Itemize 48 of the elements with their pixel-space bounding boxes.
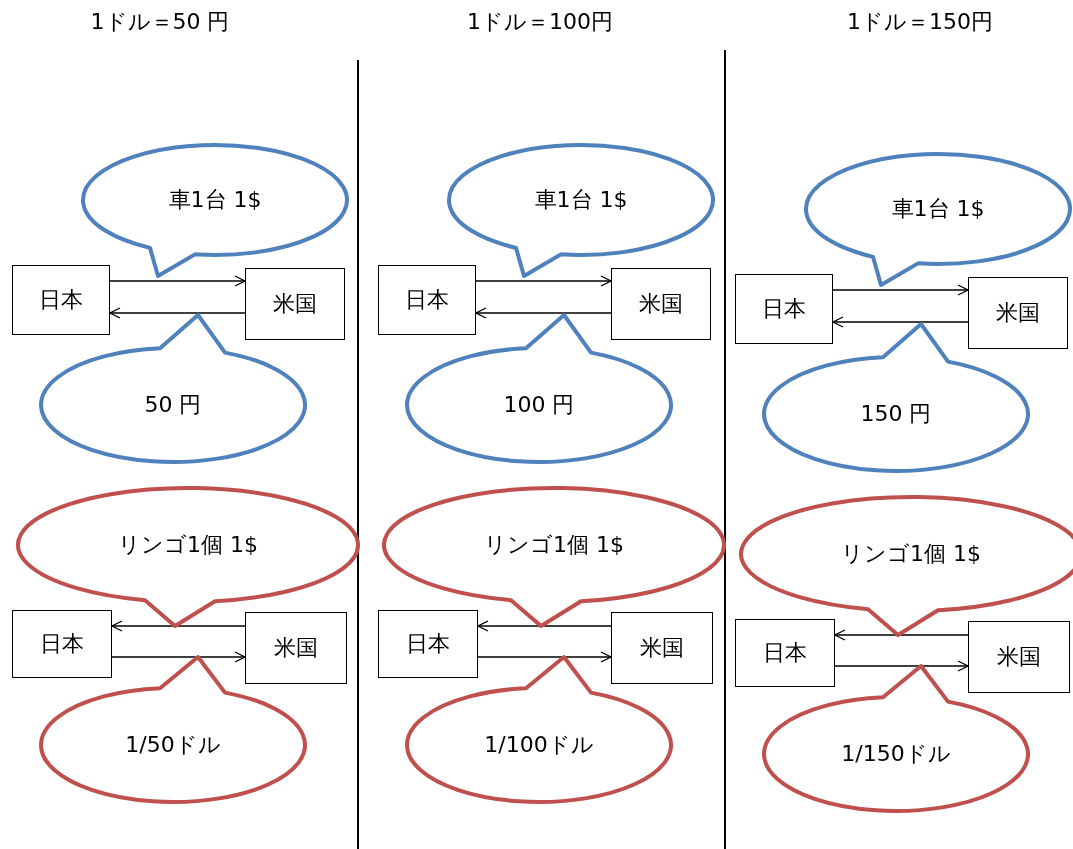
- bubble-text: 1/50ドル: [125, 731, 221, 759]
- country-box: 日本: [12, 610, 112, 678]
- bubble-text: リンゴ1個 1$: [118, 531, 258, 559]
- arrow: [109, 307, 246, 319]
- country-box: 日本: [735, 619, 835, 687]
- bubble-text: 車1台 1$: [534, 186, 628, 214]
- arrow: [111, 620, 246, 632]
- arrow: [477, 651, 612, 663]
- arrow: [109, 275, 246, 287]
- speech-bubble: [381, 485, 727, 629]
- speech-bubble: [761, 321, 1031, 474]
- speech-bubble: [803, 151, 1073, 288]
- country-box: 米国: [245, 268, 345, 340]
- speech-bubble: [80, 142, 350, 279]
- arrow: [475, 275, 612, 287]
- speech-bubble: [38, 312, 308, 465]
- arrow: [475, 307, 612, 319]
- arrow: [834, 629, 969, 641]
- bubble-text: 1/150ドル: [841, 740, 951, 768]
- column-heading: 1ドル＝150円: [847, 8, 993, 36]
- bubble-text: リンゴ1個 1$: [841, 540, 981, 568]
- country-box: 米国: [968, 621, 1070, 693]
- country-box: 米国: [611, 268, 711, 340]
- arrow: [477, 620, 612, 632]
- arrow: [832, 284, 969, 296]
- bubble-text: 150 円: [860, 400, 932, 428]
- bubble-text: リンゴ1個 1$: [484, 531, 624, 559]
- speech-bubble: [446, 142, 716, 279]
- bubble-text: 100 円: [503, 391, 575, 419]
- country-box: 日本: [12, 265, 110, 335]
- country-box: 米国: [611, 612, 713, 684]
- column-heading: 1ドル＝100円: [467, 8, 613, 36]
- country-box: 米国: [245, 612, 347, 684]
- speech-bubble: [404, 312, 674, 465]
- arrow: [834, 660, 969, 672]
- bubble-text: 1/100ドル: [484, 731, 594, 759]
- country-box: 日本: [378, 265, 476, 335]
- arrow: [111, 651, 246, 663]
- arrow: [832, 316, 969, 328]
- bubble-text: 車1台 1$: [168, 186, 262, 214]
- speech-bubble: [15, 485, 361, 629]
- country-box: 日本: [735, 274, 833, 344]
- country-box: 日本: [378, 610, 478, 678]
- bubble-text: 車1台 1$: [891, 195, 985, 223]
- bubble-text: 50 円: [144, 391, 202, 419]
- country-box: 米国: [968, 277, 1068, 349]
- column-heading: 1ドル＝50 円: [90, 8, 230, 36]
- speech-bubble: [738, 494, 1073, 638]
